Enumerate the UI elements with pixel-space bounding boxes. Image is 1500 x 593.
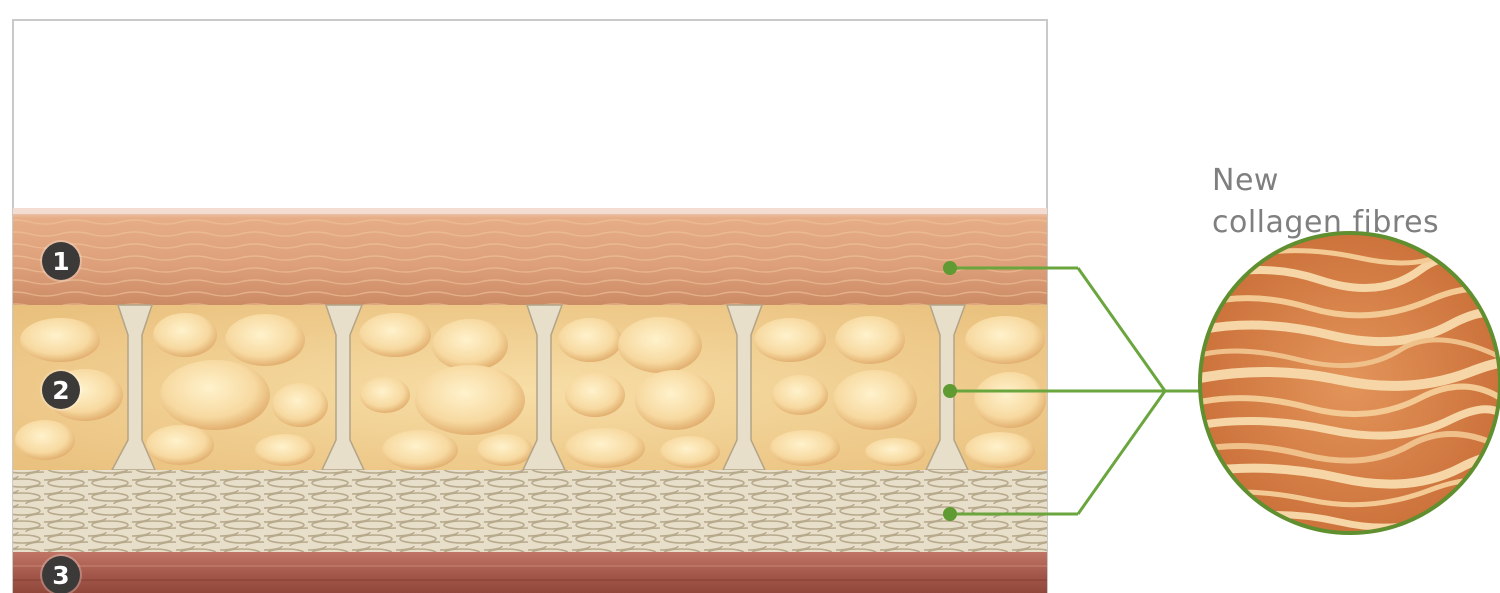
skin-surface xyxy=(13,208,1047,214)
fascia-layer xyxy=(13,470,1047,555)
muscle-layer xyxy=(13,552,1047,593)
caption-line-2: collagen fibres xyxy=(1212,202,1492,244)
collagen-zoom-circle xyxy=(1200,233,1500,533)
dermis-texture xyxy=(13,210,1047,310)
collagen-caption: New collagen fibres xyxy=(1212,160,1492,244)
layer-marker-1: 1 xyxy=(42,242,80,280)
skin-cross-section xyxy=(13,208,1047,593)
layer-marker-3: 3 xyxy=(42,556,80,593)
caption-line-1: New xyxy=(1212,160,1492,202)
layer-marker-2: 2 xyxy=(42,371,80,409)
